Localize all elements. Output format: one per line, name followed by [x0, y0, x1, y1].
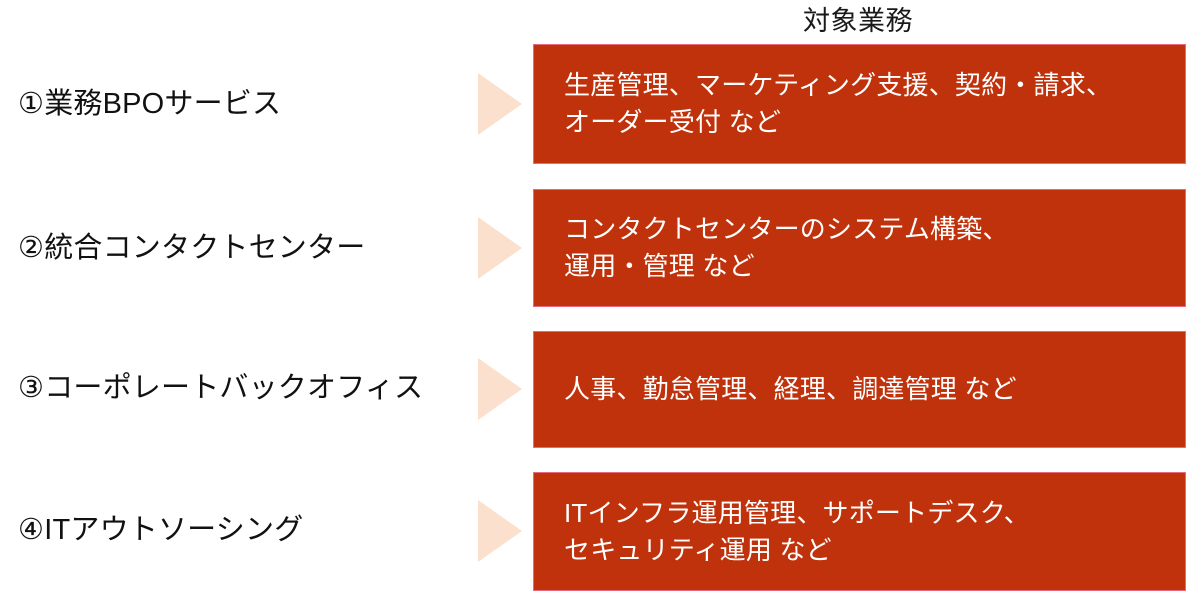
target-operations-box-2: コンタクトセンターのシステム構築、 運用・管理 など — [533, 189, 1186, 307]
target-operations-box-1: 生産管理、マーケティング支援、契約・請求、 オーダー受付 など — [533, 44, 1186, 164]
target-operations-text-2: コンタクトセンターのシステム構築、 運用・管理 など — [564, 214, 1009, 281]
service-label-2: ②統合コンタクトセンター — [18, 232, 366, 264]
target-operations-text-4: ITインフラ運用管理、サポートデスク、 セキュリティ運用 など — [564, 497, 1030, 565]
target-operations-text-3: 人事、勤怠管理、経理、調達管理 など — [564, 374, 1017, 405]
arrow-right-icon — [478, 500, 524, 562]
target-operations-box-3: 人事、勤怠管理、経理、調達管理 など — [533, 331, 1186, 448]
target-operations-box-4: ITインフラ運用管理、サポートデスク、 セキュリティ運用 など — [533, 472, 1186, 591]
arrow-right-icon — [478, 73, 524, 135]
arrow-right-icon — [478, 358, 524, 420]
arrow-right-icon — [478, 217, 524, 279]
service-label-4: ④ITアウトソーシング — [18, 514, 304, 546]
service-label-3: ③コーポレートバックオフィス — [18, 372, 424, 404]
target-operations-text-1: 生産管理、マーケティング支援、契約・請求、 オーダー受付 など — [564, 70, 1113, 137]
column-header-target-operations: 対象業務 — [803, 6, 913, 36]
service-label-1: ①業務BPOサービス — [18, 88, 282, 120]
